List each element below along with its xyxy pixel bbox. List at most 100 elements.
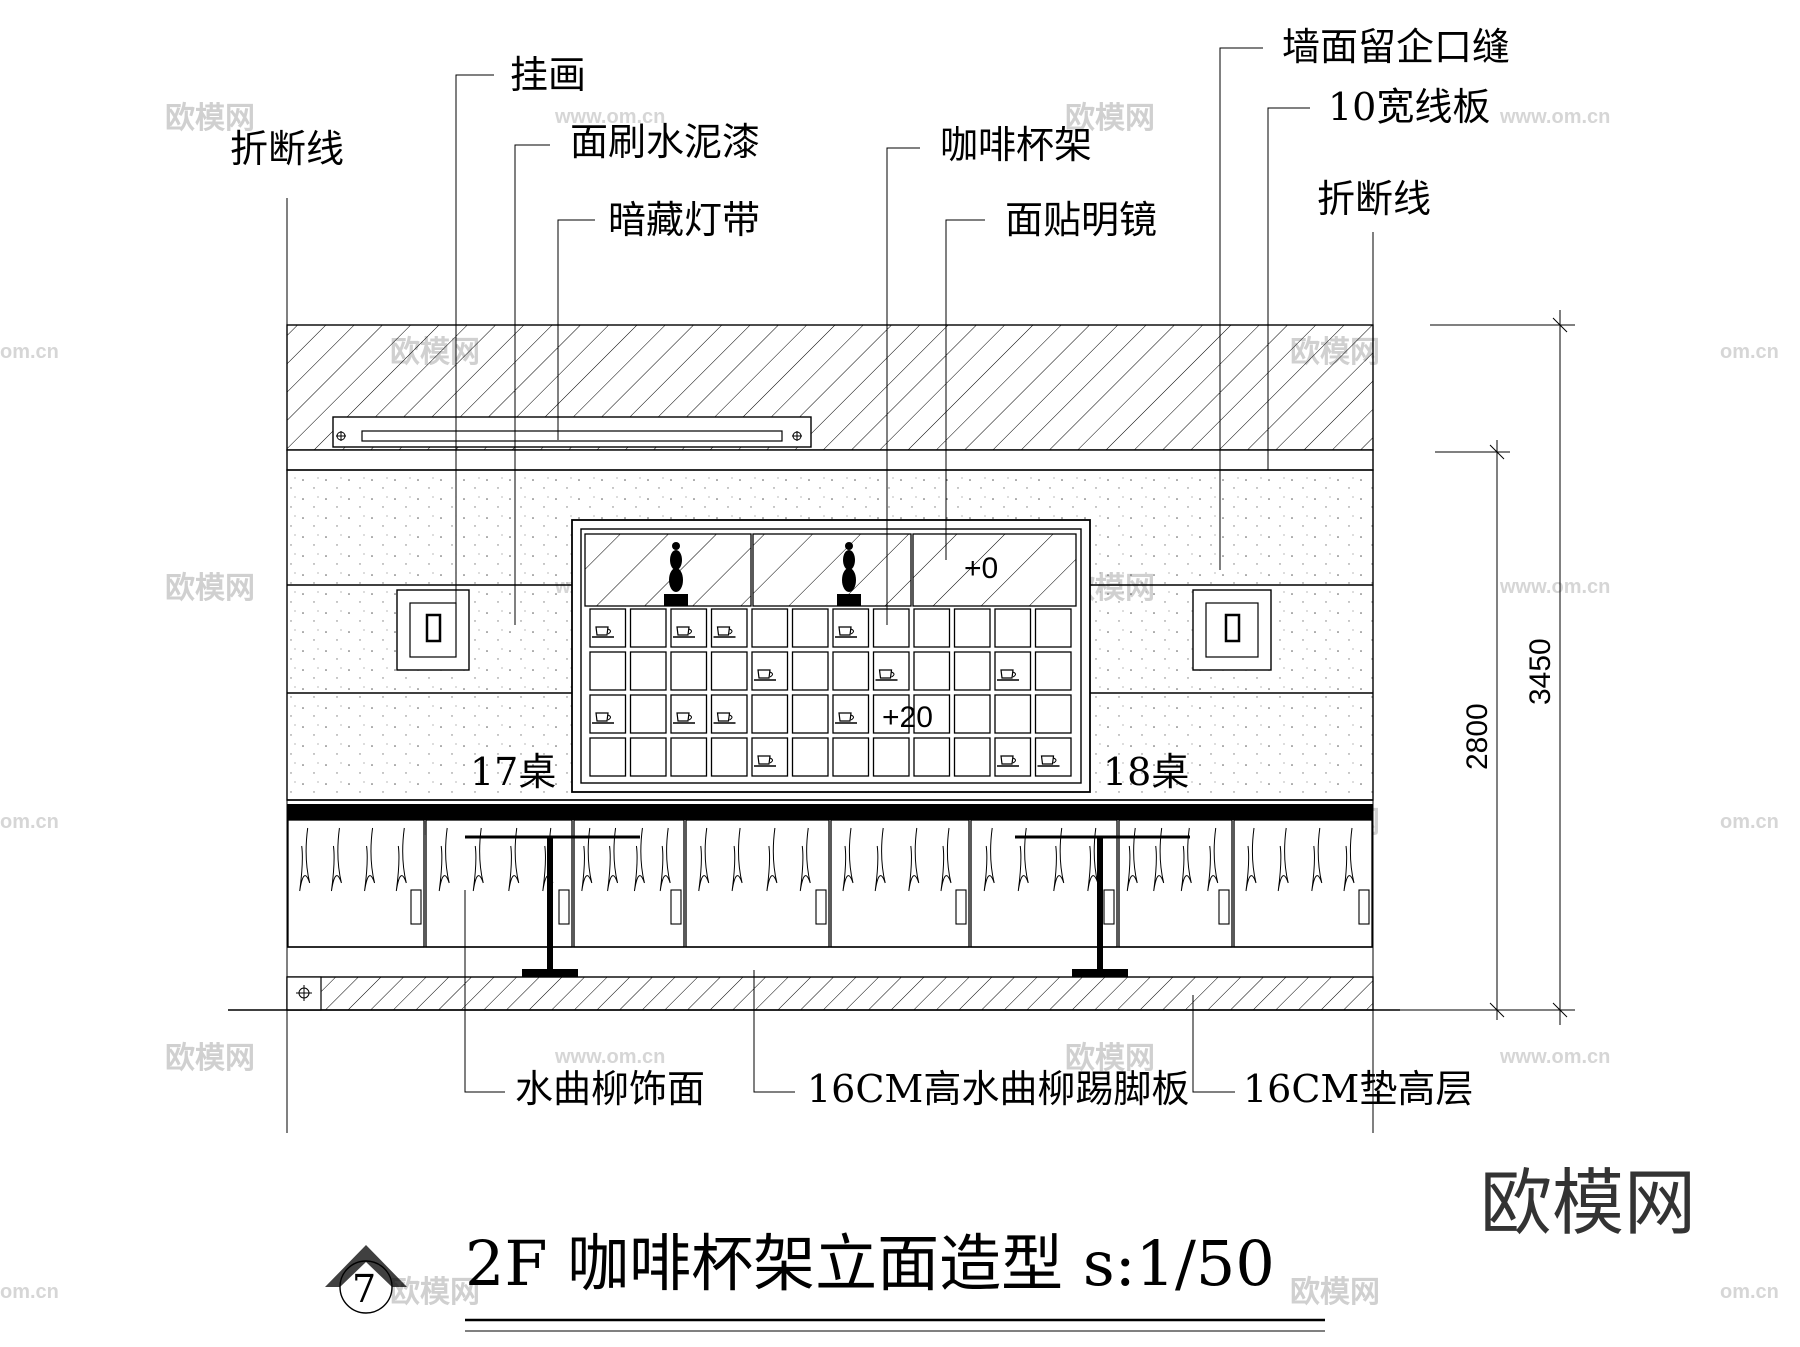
cubby-cell [1034, 608, 1072, 648]
raised-layer-hatch [286, 976, 1374, 1011]
dimension-2800-text: 2800 [1461, 703, 1494, 770]
watermark-url: om.cn [0, 811, 59, 833]
panel-handle [1103, 889, 1115, 925]
ash-veneer-label: 水曲柳饰面 [515, 1067, 705, 1111]
cup-icon [754, 669, 776, 681]
break-line-left-label: 折断线 [230, 127, 344, 171]
wood-grain-stroke [1053, 827, 1065, 892]
panel-handle [670, 889, 682, 925]
wood-grain-stroke [1017, 827, 1029, 892]
watermark-url: www.om.cn [1499, 1046, 1610, 1068]
dimension-3450-text: 3450 [1524, 638, 1557, 705]
watermark-brand: 欧模网 [1290, 1275, 1380, 1310]
wood-grain-stroke [731, 827, 743, 892]
cubby-cell [629, 608, 667, 648]
statue-icon [664, 542, 688, 606]
wood-grain-stroke [508, 827, 520, 892]
cup-icon [713, 626, 736, 638]
wood-grain-stroke [1277, 827, 1289, 892]
cubby-cell [710, 737, 748, 777]
cubby-cell [913, 694, 951, 734]
cubby-cell [872, 694, 910, 734]
cup-rack-label: 咖啡杯架 [940, 123, 1092, 167]
wood-grain-stroke [299, 827, 311, 892]
cubby-cell [670, 651, 708, 691]
table-18-label: 18桌 [1103, 750, 1189, 794]
level-mark-20: +20 [882, 701, 933, 734]
wood-grain-stroke [581, 827, 593, 892]
watermark-url: www.om.cn [1499, 576, 1610, 598]
trim-board [286, 449, 1374, 471]
cubby-cell [953, 694, 991, 734]
raised-layer-label: 16CM垫高层 [1243, 1067, 1473, 1111]
table-17 [465, 835, 640, 977]
veneer-panel [287, 819, 425, 948]
watermark-url: www.om.cn [1499, 106, 1610, 128]
cubby-cell [872, 608, 910, 648]
dimension-2800 [1435, 440, 1510, 1020]
wood-grain-stroke [940, 827, 952, 892]
wood-grain-stroke [1180, 827, 1192, 892]
wood-grain-stroke [698, 827, 710, 892]
veneer-panel [1118, 819, 1233, 948]
cup-icon [875, 669, 898, 681]
watermark-brand: 欧模网 [165, 571, 255, 606]
wood-grain-stroke [472, 827, 484, 892]
watermark-brand: 欧模网 [390, 1275, 480, 1310]
light-strip [332, 416, 812, 448]
cubby-cell [913, 737, 951, 777]
cup-icon [592, 712, 614, 724]
cubby-cell [629, 694, 667, 734]
cup-icon [835, 626, 857, 638]
cubby-cell [791, 694, 829, 734]
wood-grain-stroke [766, 827, 778, 892]
counter-top [287, 804, 1373, 820]
wood-grain-stroke [842, 827, 854, 892]
cubby-cell [913, 608, 951, 648]
cup-icon [1037, 755, 1060, 767]
wood-grain-stroke [1153, 827, 1165, 892]
hanging-picture-left [396, 589, 470, 671]
wood-grain-stroke [659, 827, 671, 892]
hanging-picture-right [1192, 589, 1272, 671]
veneer-panel [1233, 819, 1373, 948]
statue-icon [837, 542, 861, 606]
light-strip-label: 暗藏灯带 [608, 198, 760, 242]
cubby-cell [589, 651, 627, 691]
cup-icon [835, 712, 857, 724]
ash-veneer-panels [287, 819, 1373, 948]
watermark-url: om.cn [0, 1281, 59, 1303]
cubby-cell [1034, 694, 1072, 734]
cup-icon [673, 626, 695, 638]
cement-paint-label: 面刷水泥漆 [570, 120, 760, 164]
cup-icon [754, 755, 776, 767]
cubby-cell [629, 737, 667, 777]
hanging-picture-label: 挂画 [510, 53, 586, 97]
wood-grain-stroke [1207, 827, 1219, 892]
watermark-brand: 欧模网 [165, 1041, 255, 1076]
cup-rack [571, 519, 1091, 793]
panel-handle [1358, 889, 1370, 925]
cubby-cell [751, 694, 789, 734]
panel-handle [410, 889, 422, 925]
cubby-cell [670, 737, 708, 777]
cubby-cell [751, 608, 789, 648]
veneer-panel [685, 819, 830, 948]
cubby-cell [629, 651, 667, 691]
wood-grain-stroke [1311, 827, 1323, 892]
wood-grain-stroke [607, 827, 619, 892]
wood-grain-stroke [330, 827, 342, 892]
wood-grain-stroke [364, 827, 376, 892]
panel-handle [1218, 889, 1230, 925]
cubby-cell [832, 737, 870, 777]
break-line-right-label: 折断线 [1317, 177, 1431, 221]
wood-grain-stroke [983, 827, 995, 892]
veneer-panel [573, 819, 685, 948]
cubby-cell [953, 737, 991, 777]
watermark-url: www.om.cn [554, 1046, 665, 1068]
cubby-cell [953, 651, 991, 691]
watermark-url: om.cn [1720, 1281, 1779, 1303]
cubby-cell [953, 608, 991, 648]
wood-grain-stroke [908, 827, 920, 892]
